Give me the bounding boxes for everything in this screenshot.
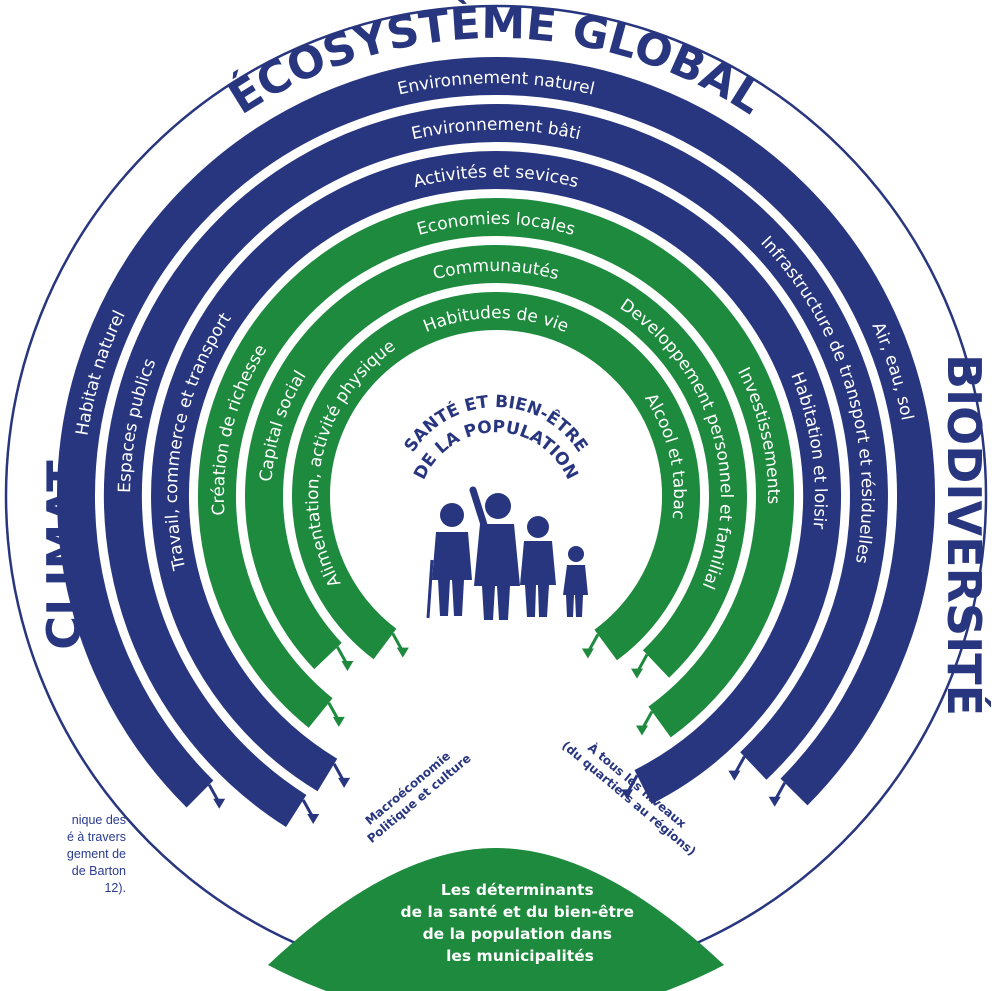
family-silhouette-icon [426, 486, 588, 620]
ring-arrowhead-economies-left [332, 716, 345, 727]
right-title: BIODIVERSITÉ [937, 354, 991, 716]
ring-arrowhead-activites-left [338, 777, 351, 788]
ring-arrowhead-environnement-naturel-right [768, 796, 781, 807]
caption-line: gement de [66, 847, 126, 861]
footer-title: Les déterminants de la santé et du bien-… [401, 881, 640, 965]
ring-band-activites [151, 151, 842, 804]
ring-arrowhead-activites-right [621, 789, 634, 800]
side-caption: nique des é à travers gement de de Barto… [0, 812, 126, 897]
ring-band-communautes [245, 245, 747, 678]
ring-arrowhead-communautes-left [341, 661, 354, 671]
ring-band-economies [197, 198, 794, 738]
ring-arrowhead-environnement-naturel-left [213, 798, 226, 809]
ring-bands [57, 57, 935, 828]
ring-band-environnement-naturel [57, 57, 935, 808]
ring-arrowhead-environnement-bati-right [728, 770, 741, 781]
ring-band-environnement-bati [103, 104, 888, 828]
caption-line: de Barton [71, 864, 126, 878]
ring-arrows [207, 632, 787, 824]
ring-arrowhead-communautes-right [631, 668, 643, 679]
caption-line: nique des [71, 813, 126, 827]
caption-line: 12). [104, 881, 126, 895]
ring-arrowhead-habitudes-left [396, 647, 409, 658]
ring-arrowhead-economies-right [636, 725, 648, 736]
ring-band-habitudes [292, 292, 700, 661]
ring-arrowhead-habitudes-right [581, 648, 594, 659]
caption-line: é à travers [66, 830, 126, 844]
left-title: CLIMAT [37, 460, 91, 650]
footer-cap [268, 848, 724, 991]
ring-arrowhead-environnement-bati-left [307, 814, 320, 824]
bottom-left-label: Macroéconomie Politique et culture [355, 740, 474, 846]
